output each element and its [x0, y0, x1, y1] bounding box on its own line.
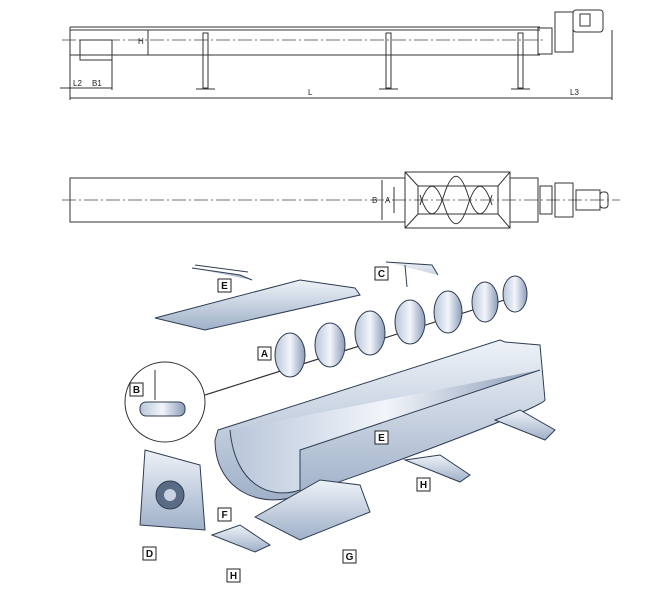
label-g-support: G	[342, 549, 357, 564]
svg-text:G: G	[346, 552, 354, 563]
svg-text:E: E	[378, 433, 385, 444]
svg-text:H: H	[230, 571, 237, 582]
dim-b1: B1	[92, 79, 102, 88]
dim-l2: L2	[73, 79, 82, 88]
dim-l3: L3	[570, 88, 579, 97]
side-elevation-view: H L2 B1 L L3	[60, 9, 613, 100]
label-b-bearing: B	[129, 382, 144, 397]
svg-text:E: E	[221, 281, 228, 292]
label-h-left: H	[226, 568, 241, 583]
svg-text:D: D	[146, 549, 153, 560]
dim-l: L	[308, 88, 313, 97]
label-f-flange: F	[217, 507, 232, 522]
support-legs	[196, 32, 530, 90]
label-c-clamp: C	[374, 266, 389, 281]
label-a-screw: A	[257, 346, 272, 361]
label-h-right: H	[416, 477, 431, 492]
plan-view: B A	[62, 171, 620, 229]
svg-text:F: F	[221, 510, 227, 521]
label-d-end-plate: D	[142, 546, 157, 561]
svg-text:B: B	[133, 385, 140, 396]
dim-b: B	[372, 196, 377, 205]
cover-plate	[154, 279, 361, 331]
drive-motor	[537, 9, 604, 55]
label-e-trough: E	[374, 430, 389, 445]
svg-text:C: C	[378, 269, 385, 280]
dim-a: A	[385, 196, 391, 205]
label-e-cover: E	[217, 278, 232, 293]
svg-text:A: A	[261, 349, 268, 360]
screw-flights	[274, 275, 528, 378]
exploded-view	[124, 261, 556, 553]
svg-text:H: H	[420, 480, 427, 491]
dim-h: H	[138, 37, 144, 46]
